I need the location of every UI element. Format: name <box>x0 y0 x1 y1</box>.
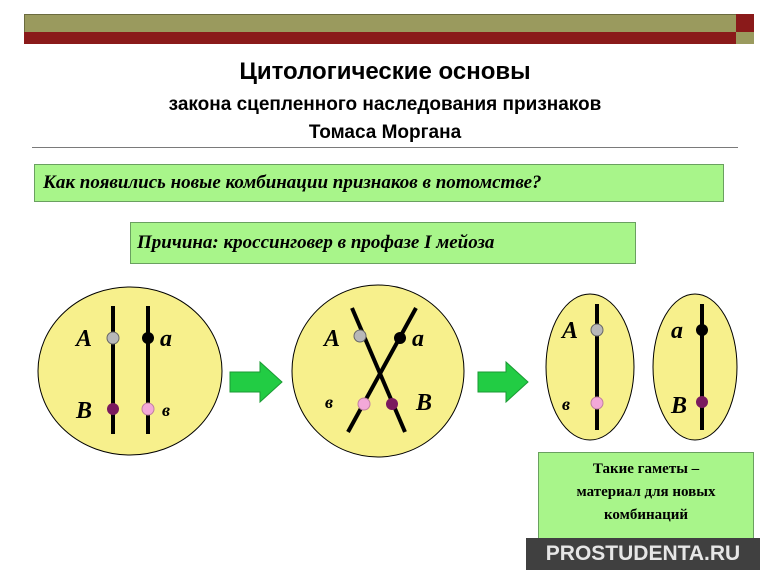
question-box: Как появились новые комбинации признаков… <box>34 164 724 202</box>
allele-marker-pink <box>141 402 155 416</box>
cell-2-label-top-left: А <box>322 326 340 352</box>
cell-1-label-bottom-right: в <box>162 400 170 420</box>
cell-2-chromosome-a <box>350 307 407 433</box>
arrow-right-icon <box>477 360 529 404</box>
allele-marker-gray <box>590 323 604 337</box>
note-line-1: Такие гаметы – <box>592 461 700 477</box>
slide-title: Цитологические основы <box>239 58 531 85</box>
gamete-1-label-bottom: в <box>562 394 570 414</box>
allele-marker-black <box>142 332 154 344</box>
header-bar-red <box>24 32 736 44</box>
slide-subtitle-line2: Томаса Моргана <box>308 122 462 143</box>
gamete-2-body <box>652 293 738 441</box>
watermark-badge: PROSTUDENTA.RU <box>526 538 760 570</box>
cell-2-label-top-right: а <box>412 326 424 352</box>
gamete-1-label-top: А <box>560 318 578 344</box>
note-line-2: материал для новых <box>576 484 716 500</box>
cell-2-chromosome-b <box>346 307 418 433</box>
allele-marker-pink <box>590 396 604 410</box>
cell-1-body <box>37 286 223 456</box>
allele-marker-gray <box>353 329 367 343</box>
title-divider <box>32 147 738 148</box>
cell-2: А а в В <box>291 284 465 458</box>
slide-subtitle-line1: закона сцепленного наследования признако… <box>168 94 602 115</box>
header-corner-olive <box>736 32 754 44</box>
cell-1-label-top-left: А <box>74 326 92 352</box>
allele-marker-black <box>696 324 708 336</box>
gamete-2-label-top: а <box>671 318 683 344</box>
cell-1-label-top-right: а <box>160 326 172 352</box>
reason-box: Причина: кроссинговер в профазе I мейоза <box>130 222 636 264</box>
allele-marker-gray <box>106 331 120 345</box>
allele-marker-pink <box>357 397 371 411</box>
cell-2-label-bottom-left: в <box>325 392 333 412</box>
gamete-2-label-bottom: В <box>670 393 687 419</box>
cell-1: А а В в <box>37 286 223 456</box>
gamete-2: а В <box>652 293 738 441</box>
cell-1-label-bottom-left: В <box>75 398 92 424</box>
gamete-1-body <box>545 293 635 441</box>
gamete-1: А в <box>545 293 635 441</box>
gametes-note-box: Такие гаметы – материал для новых комбин… <box>538 452 754 548</box>
allele-marker-purple <box>696 396 708 408</box>
allele-marker-black <box>394 332 406 344</box>
header-corner-red <box>736 14 754 32</box>
note-line-3: комбинаций <box>603 507 689 523</box>
allele-marker-purple <box>386 398 398 410</box>
allele-marker-purple <box>107 403 119 415</box>
cell-2-label-bottom-right: В <box>415 390 432 416</box>
arrow-right-icon <box>229 360 283 404</box>
